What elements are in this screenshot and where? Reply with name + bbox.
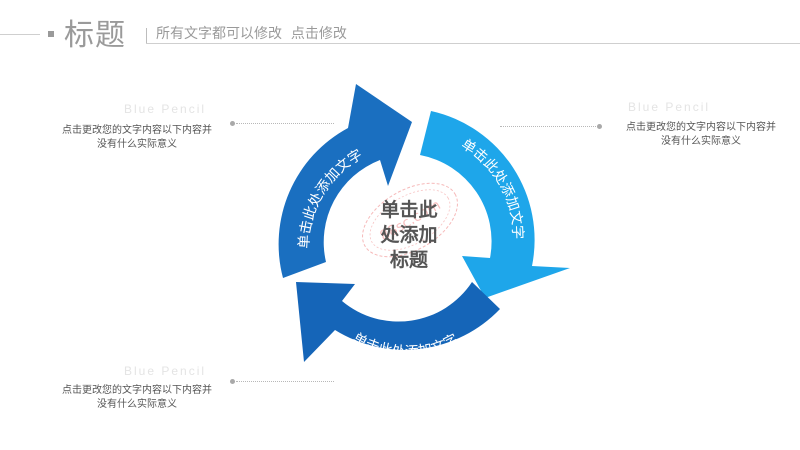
connector-line [500,126,596,127]
annotation-line: 点击更改您的文字内容以下内容并 [626,122,776,133]
center-title-line: 处添加 [379,223,437,246]
center-title-line: 单击此 [380,198,437,221]
annotation-line: 点击更改您的文字内容以下内容并 [62,125,212,136]
annotation-brand-right-top: Blue Pencil [628,100,711,114]
header-left-rule [0,34,40,35]
annotation-brand-left-top: Blue Pencil [124,102,207,116]
page-title: 标题 [64,18,126,53]
annotation-text-right-top: 点击更改您的文字内容以下内容并 没有什么实际意义 [616,121,786,149]
cycle-segment-bottom [296,282,500,362]
header-rule [146,43,800,44]
annotation-text-left-top: 点击更改您的文字内容以下内容并 没有什么实际意义 [52,124,222,152]
connector-dot [230,121,235,126]
connector-line [236,123,334,124]
connector-dot [230,379,235,384]
page-subtitle: 所有文字都可以修改 点击修改 [156,26,347,42]
cycle-segment-left [278,84,412,278]
center-title-line: 标题 [390,249,428,271]
annotation-line: 没有什么实际意义 [97,139,177,150]
annotation-line: 没有什么实际意义 [661,136,741,147]
connector-dot [597,124,602,129]
annotation-brand-left-bottom: Blue Pencil [124,364,207,378]
cycle-segment-right [420,111,570,298]
annotation-line: 点击更改您的文字内容以下内容并 [62,385,212,396]
annotation-line: 没有什么实际意义 [97,399,177,410]
header-separator [146,28,147,44]
header-bullet [48,31,54,37]
annotation-text-left-bottom: 点击更改您的文字内容以下内容并 没有什么实际意义 [52,384,222,412]
connector-line [236,381,334,382]
